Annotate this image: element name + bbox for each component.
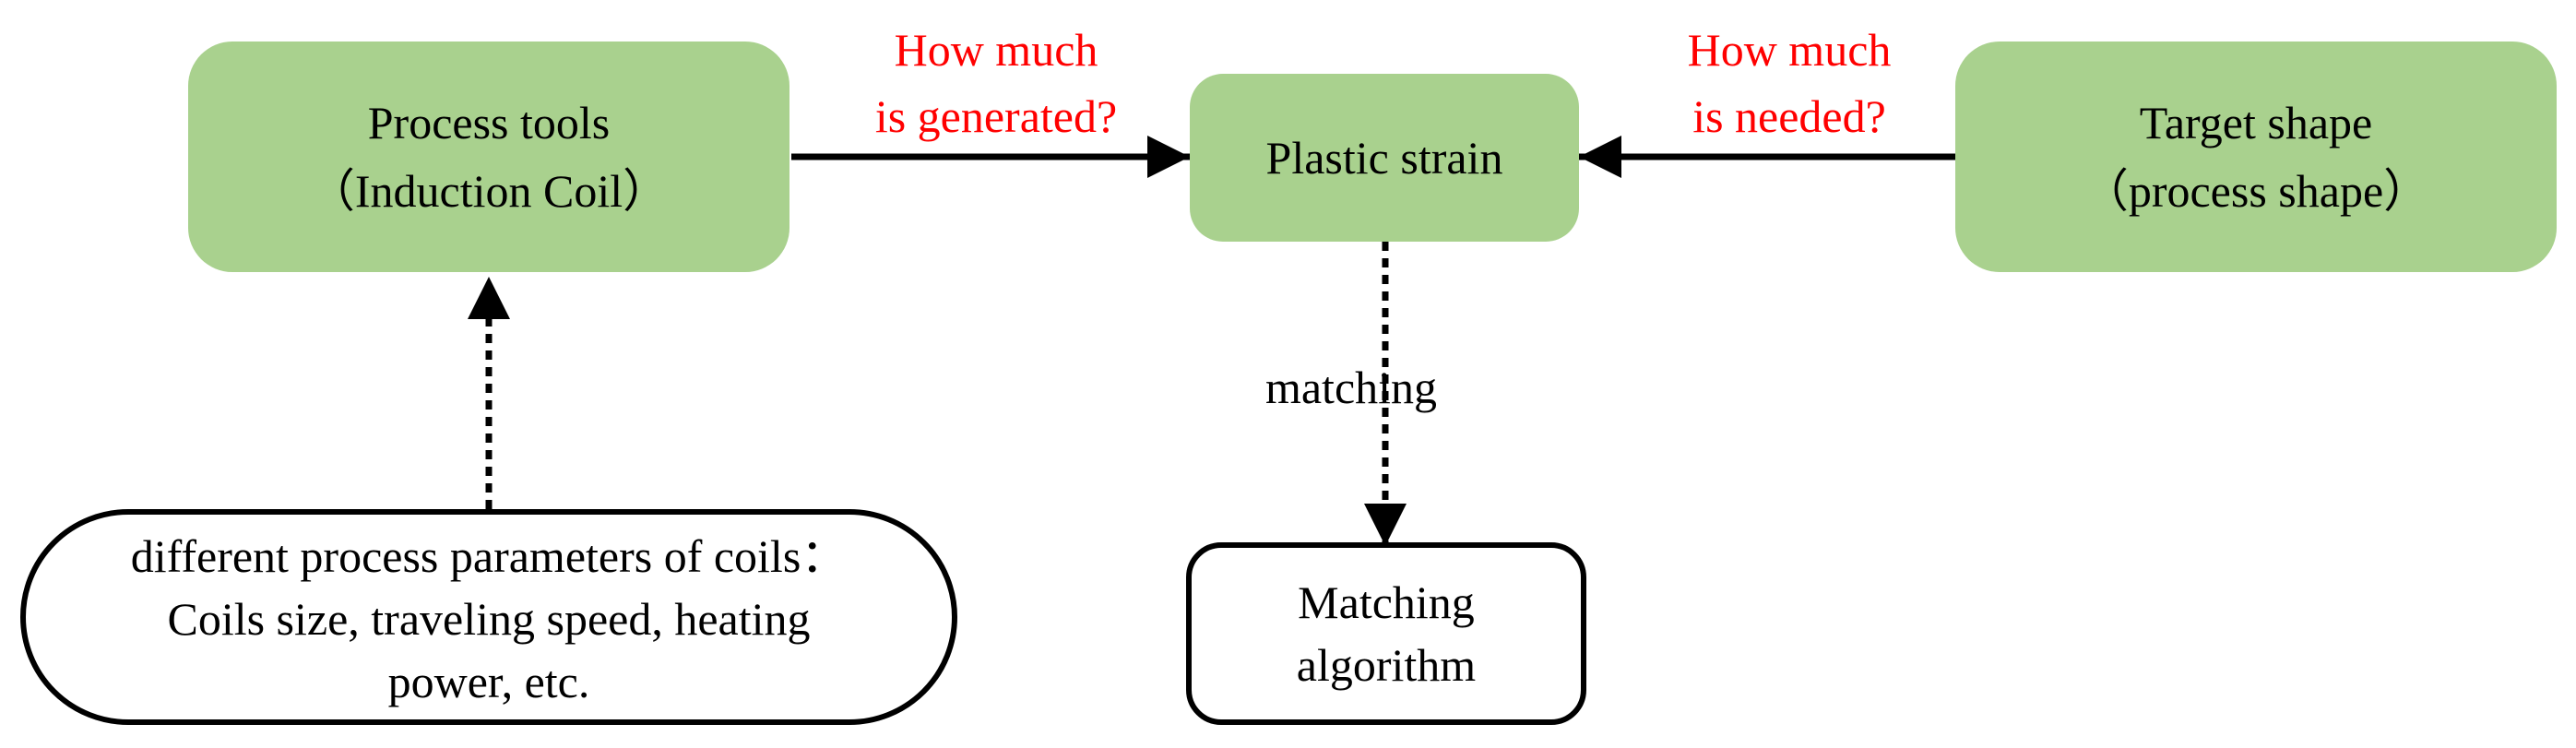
how-much-needed-label: How much is needed? — [1642, 17, 1937, 149]
plastic-strain-title: Plastic strain — [1265, 132, 1503, 184]
question-line: How much — [1687, 24, 1892, 76]
question-line: is needed? — [1692, 90, 1886, 142]
how-much-generated-label: How much is generated? — [812, 17, 1181, 149]
process-parameters-heading: different process parameters of coils： — [130, 530, 848, 582]
target-shape-box: Target shape （process shape） — [1955, 42, 2557, 272]
process-tools-title: Process tools — [367, 97, 611, 148]
plastic-strain-box: Plastic strain — [1190, 74, 1579, 242]
question-line: is generated? — [874, 90, 1118, 142]
target-shape-subtitle: （process shape） — [2082, 165, 2430, 217]
process-tools-box: Process tools （Induction Coil） — [188, 42, 789, 272]
matching-algorithm-title: Matching — [1298, 576, 1475, 628]
process-parameters-box: different process parameters of coils： C… — [20, 509, 957, 725]
target-shape-title: Target shape — [2139, 97, 2373, 148]
process-tools-subtitle: （Induction Coil） — [308, 165, 670, 217]
matching-algorithm-title: algorithm — [1296, 639, 1477, 691]
matching-edge-label: matching — [1264, 362, 1438, 413]
process-parameters-line: power, etc. — [387, 656, 590, 707]
matching-algorithm-box: Matching algorithm — [1186, 542, 1586, 725]
process-parameters-line: Coils size, traveling speed, heating — [167, 593, 811, 645]
question-line: How much — [894, 24, 1098, 76]
